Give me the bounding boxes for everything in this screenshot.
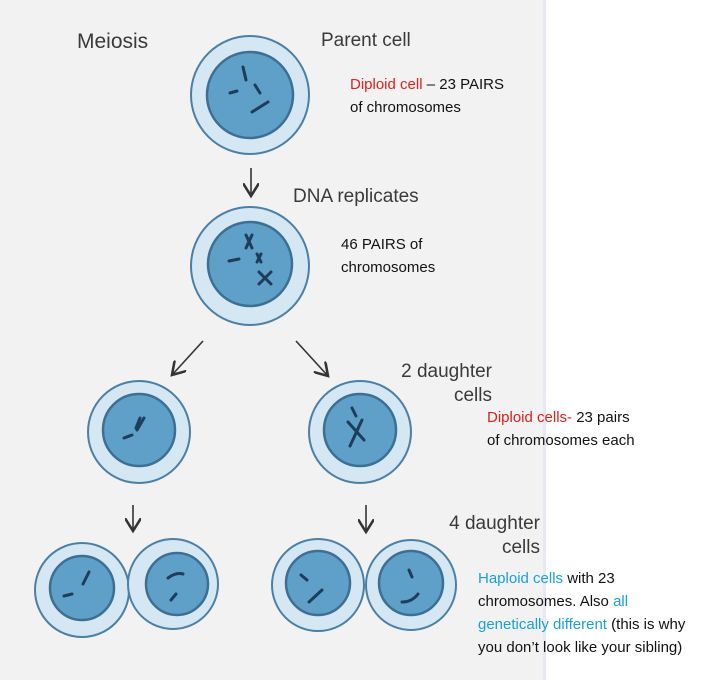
- parent-chromosomes: [228, 65, 270, 114]
- note-replicated: 46 PAIRS of chromosomes: [341, 233, 435, 279]
- label-parent-cell: Parent cell: [321, 30, 411, 51]
- parent-cell: [190, 35, 310, 155]
- note-parent-line1: Diploid cell – 23 PAIRS: [350, 73, 504, 96]
- note-four-daughters: Haploid cells with 23 chromosomes. Also …: [478, 567, 685, 659]
- daughter-cell-left: [87, 380, 191, 484]
- note-four-line4: you don’t look like your sibling): [478, 639, 683, 656]
- label-4-daughter-line2: cells: [501, 537, 540, 558]
- note-parent-rest: – 23 PAIRS: [422, 76, 504, 93]
- haploid-cell-2: [127, 538, 219, 630]
- note-parent-line2: of chromosomes: [350, 99, 461, 116]
- replicated-chromosomes: [227, 233, 273, 286]
- label-2-daughter-line1: 2 daughter: [401, 361, 492, 382]
- note-replicated-line1: 46 PAIRS of: [341, 236, 423, 253]
- haploid-cell-3: [271, 538, 365, 632]
- label-2-daughter-line2: cells: [453, 385, 492, 406]
- haploid-cell-1: [34, 542, 130, 638]
- arrow-left-split: [172, 340, 204, 375]
- arrow-right-split: [295, 340, 328, 376]
- note-two-daughters-highlight: Diploid cells-: [487, 409, 573, 426]
- replicated-cell: [190, 206, 310, 326]
- label-4-daughter-line1: 4 daughter: [449, 513, 540, 534]
- note-four-line3: genetically different (this is why: [478, 613, 685, 636]
- note-four-highlight1: Haploid cells: [478, 570, 564, 587]
- note-four-line1: Haploid cells with 23: [478, 567, 685, 590]
- note-parent-cell: Diploid cell – 23 PAIRS of chromosomes: [350, 73, 504, 119]
- note-four-line2-highlight: all: [613, 593, 629, 610]
- note-two-daughters-line1: Diploid cells- 23 pairs: [487, 406, 635, 429]
- label-dna-replicates: DNA replicates: [293, 186, 419, 207]
- note-four-line3-rest: (this is why: [606, 616, 686, 633]
- note-four-line2: chromosomes. Also all: [478, 590, 685, 613]
- note-two-daughters-line2: of chromosomes each: [487, 432, 635, 449]
- note-four-rest1: with 23: [563, 570, 615, 587]
- panel-divider: [543, 0, 546, 680]
- note-two-daughters-rest: 23 pairs: [572, 409, 630, 426]
- note-four-line2-text: chromosomes. Also: [478, 593, 614, 610]
- label-2-daughter-cells: 2 daughter cells: [372, 360, 492, 408]
- note-parent-highlight: Diploid cell: [350, 76, 423, 93]
- daughter-cell-right: [308, 380, 412, 484]
- diagram-title: Meiosis: [77, 30, 149, 53]
- label-4-daughter-cells: 4 daughter cells: [420, 512, 540, 560]
- note-replicated-line2: chromosomes: [341, 259, 436, 276]
- note-four-line3-highlight: genetically different: [478, 616, 607, 633]
- note-two-daughters: Diploid cells- 23 pairs of chromosomes e…: [487, 406, 635, 452]
- haploid-cell-4: [365, 539, 457, 631]
